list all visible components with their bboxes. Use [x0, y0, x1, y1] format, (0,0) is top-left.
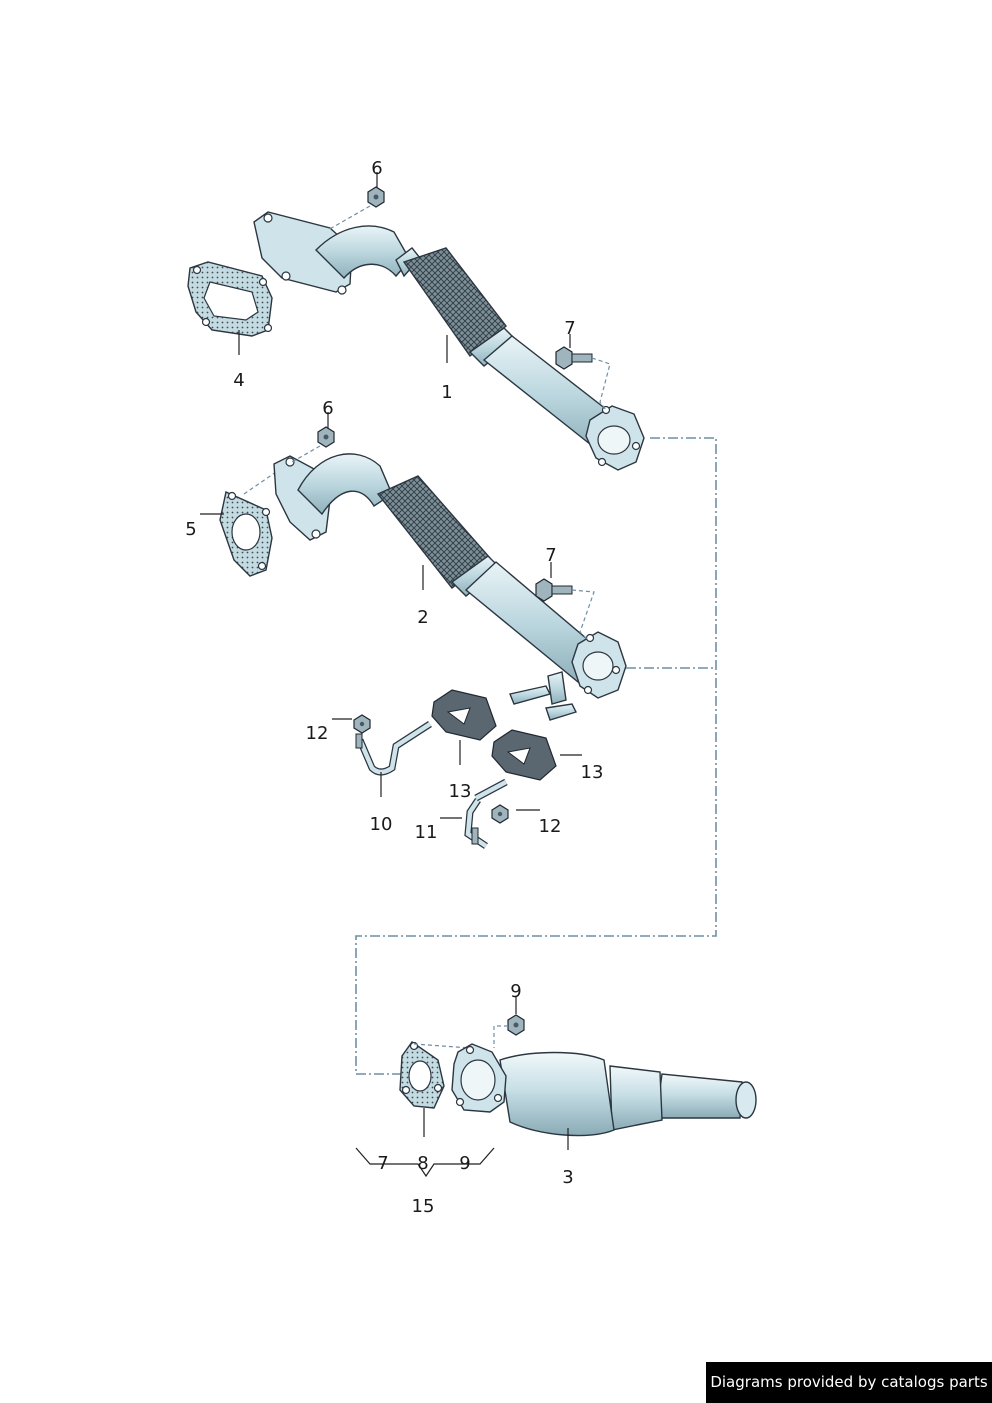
- callout-labels: 6 7 4 1 6 5 7 2 12 13 13 10 11 12 9 7 8 …: [185, 158, 603, 1217]
- front-pipe-part-1: [253, 211, 645, 471]
- callout-11: 11: [415, 822, 438, 843]
- callout-7-middle: 7: [545, 545, 556, 566]
- callout-8: 8: [417, 1153, 428, 1174]
- callout-10: 10: [370, 814, 393, 835]
- callout-12-left: 12: [306, 723, 329, 744]
- gasket-part-4: [187, 261, 273, 337]
- callout-13-right: 13: [581, 762, 604, 783]
- callout-9-top: 9: [510, 981, 521, 1002]
- gasket-part-8: [399, 1041, 445, 1109]
- callout-4: 4: [233, 370, 244, 391]
- callout-7-top: 7: [564, 318, 575, 339]
- credit-footer: Diagrams provided by catalogs parts: [706, 1362, 992, 1403]
- callout-7-kit: 7: [377, 1153, 388, 1174]
- callout-15: 15: [412, 1196, 435, 1217]
- nut-part-12-left: [353, 714, 371, 734]
- callout-12-right: 12: [539, 816, 562, 837]
- gasket-part-5: [219, 491, 273, 577]
- nut-part-6-top: [367, 186, 385, 208]
- callout-2: 2: [417, 607, 428, 628]
- hanger-rod-part-11: [464, 778, 508, 849]
- callout-13-left: 13: [449, 781, 472, 802]
- hanger-rod-part-10: [355, 721, 432, 776]
- callout-9-kit: 9: [459, 1153, 470, 1174]
- catalytic-converter-part-3: [451, 1043, 757, 1137]
- bolt-part-7-middle: [535, 578, 573, 602]
- nut-part-6-middle: [317, 426, 335, 448]
- front-pipe-part-2: [273, 453, 627, 699]
- callout-6-middle: 6: [322, 398, 333, 419]
- bolt-part-7-top: [555, 346, 593, 370]
- rubber-mount-part-13-right: [491, 729, 557, 781]
- rubber-mount-part-13-left: [431, 689, 497, 741]
- callout-5: 5: [185, 519, 196, 540]
- callout-3: 3: [562, 1167, 573, 1188]
- nut-part-12-right: [491, 804, 509, 824]
- nut-part-9: [507, 1014, 525, 1036]
- hanger-bracket: [509, 671, 577, 721]
- callout-1: 1: [441, 382, 452, 403]
- callout-6-top: 6: [371, 158, 382, 179]
